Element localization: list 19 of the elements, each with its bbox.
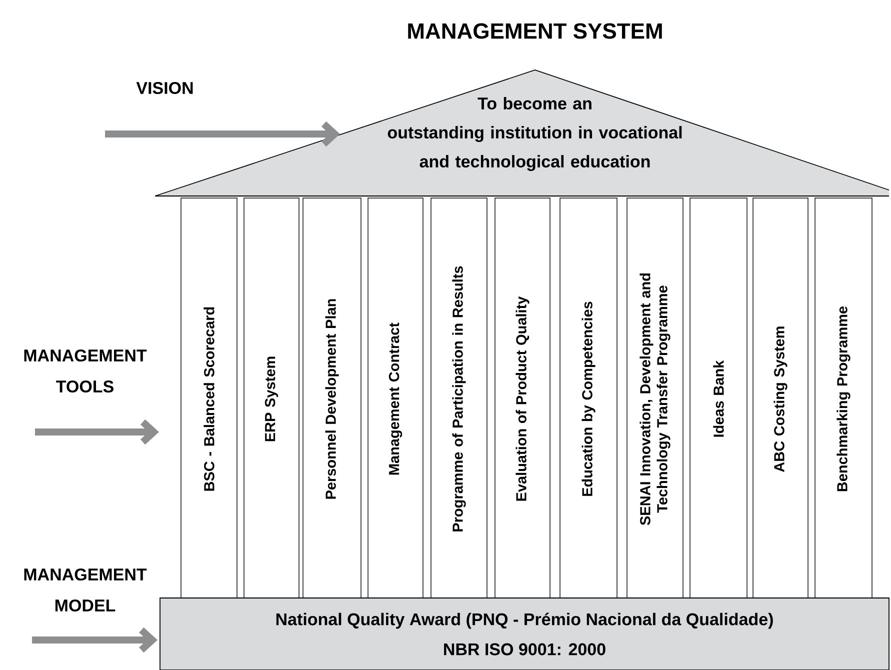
arrow xyxy=(35,419,159,445)
pillar: Management Contract xyxy=(368,198,424,600)
side-label: VISION xyxy=(136,82,193,94)
title: MANAGEMENT SYSTEM xyxy=(408,23,662,39)
pillar: SENAI Innovation, Development and Technology Transfer Programme xyxy=(626,198,684,600)
side-label: MANAGEMENT TOOLS xyxy=(24,349,147,393)
arrow xyxy=(105,121,340,147)
arrow xyxy=(32,627,158,653)
base-slab: National Quality Award (PNQ - Prémio Nacional da Qualidade) NBR ISO 9001: 2000 xyxy=(160,598,890,670)
pillar: ERP System xyxy=(244,198,300,600)
pillar: ABC Costing System xyxy=(752,198,808,600)
pillar: Benchmarking Programme xyxy=(814,198,872,600)
side-label: MANAGEMENT MODEL xyxy=(24,568,147,612)
pillar: Ideas Bank xyxy=(690,198,748,600)
pillar: Education by Competencies xyxy=(560,198,618,600)
pillar: BSC - Balanced Scorecard xyxy=(180,198,238,600)
pillar: Evaluation of Product Quality xyxy=(494,198,550,600)
pillar: Programme of Participation in Results xyxy=(430,198,488,600)
pillar: Personnel Development Plan xyxy=(302,198,362,600)
